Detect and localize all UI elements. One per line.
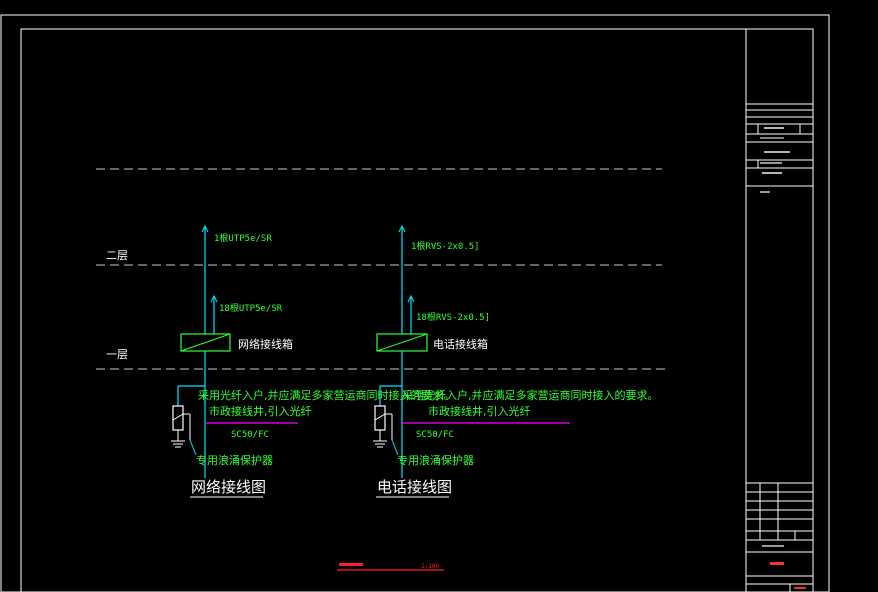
phone-lower-cable: 18根RVS-2x0.5] — [416, 311, 490, 323]
floor-label-first: 一层 — [106, 348, 128, 361]
title-block — [745, 29, 813, 592]
network-note: 采用光纤入户,并应满足多家营运商同时接入的要求。 — [198, 388, 455, 402]
network-title: 网络接线图 — [191, 478, 266, 496]
phone-note: 采用光纤入户,并应满足多家营运商同时接入的要求。 — [402, 388, 659, 402]
footer-title-mark — [339, 563, 363, 566]
network-riser — [171, 224, 298, 498]
phone-title: 电话接线图 — [377, 478, 452, 496]
phone-upper-cable: 1根RVS-2x0.5] — [411, 240, 480, 252]
network-protector-label: 专用浪涌保护器 — [196, 453, 273, 467]
network-conduit: SC50/FC — [231, 430, 269, 440]
outer-frame — [0, 14, 830, 592]
phone-fiber-label: 市政接线井,引入光纤 — [428, 404, 531, 418]
floor-label-second: 二层 — [106, 249, 128, 262]
phone-conduit: SC50/FC — [416, 430, 454, 440]
phone-riser — [373, 224, 570, 498]
footer-scale: 1:100 — [421, 563, 439, 570]
phone-box-label: 电话接线箱 — [433, 337, 488, 351]
network-box-label: 网络接线箱 — [238, 337, 293, 351]
inner-frame — [20, 28, 814, 592]
network-fiber-label: 市政接线井,引入光纤 — [209, 404, 312, 418]
phone-surge-protector — [374, 405, 386, 431]
network-upper-cable: 1根UTP5e/SR — [214, 232, 272, 244]
network-lower-cable: 18根UTP5e/SR — [219, 302, 283, 314]
phone-protector-label: 专用浪涌保护器 — [397, 453, 474, 467]
network-surge-protector — [172, 405, 184, 431]
